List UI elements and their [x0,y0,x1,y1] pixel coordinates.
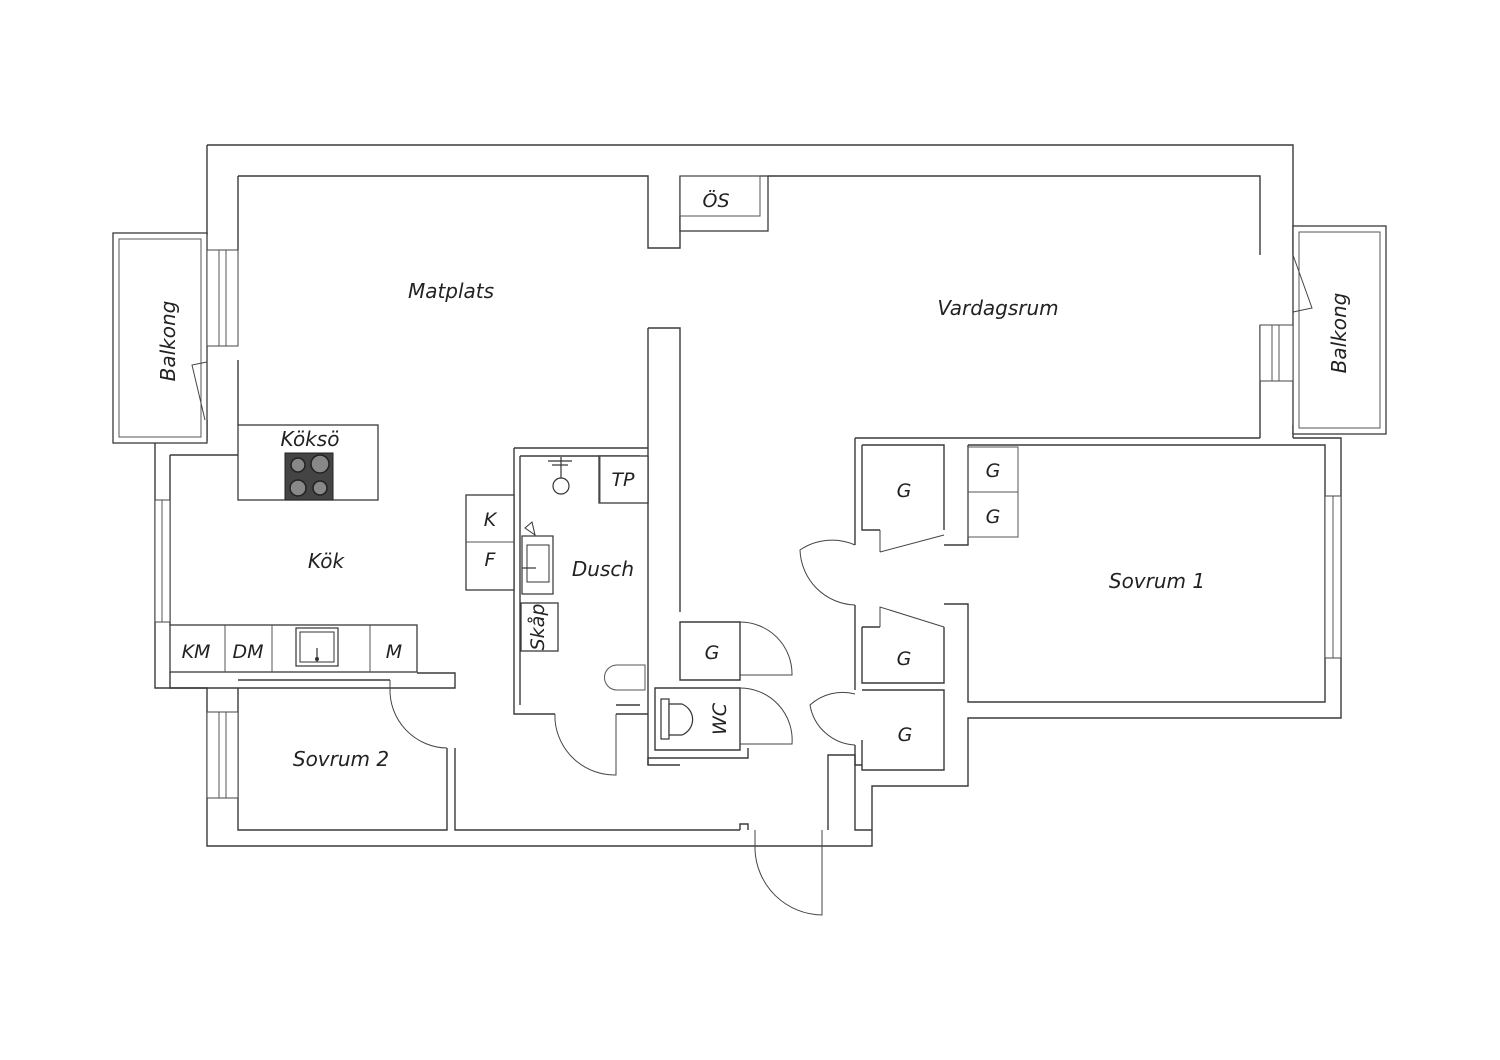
label-balkong-right: Balkong [1327,293,1351,374]
balcony-right [1292,225,1387,435]
label-vardagsrum: Vardagsrum [937,296,1058,320]
label-g-bath: G [705,642,720,664]
label-matplats: Matplats [408,279,494,303]
label-dm: DM [232,641,263,663]
windows [154,249,1342,799]
shower-icon [548,457,572,495]
cabinet [520,602,559,652]
toilet-icon [660,698,694,740]
doors [191,254,1313,916]
kitchen-counter [169,624,418,673]
label-kok: Kök [308,549,346,573]
label-g-bed1-a: G [986,460,1001,482]
wardrobes-bed1 [967,446,1019,538]
label-balkong-left: Balkong [156,301,180,382]
label-g-hall-upper: G [897,480,912,502]
label-g-bed1-b: G [986,506,1001,528]
label-os: ÖS [702,189,729,212]
label-dusch: Dusch [572,557,634,581]
labels: Matplats Vardagsrum Kök Köksö Dusch Sovr… [156,189,1351,771]
label-m: M [386,641,402,663]
kitchen-fixtures [169,424,515,673]
balcony-left [112,232,208,444]
label-koksö: Köksö [281,427,340,451]
label-tp: TP [611,469,635,491]
label-g-hall-lower2: G [898,724,913,746]
label-k: K [484,509,498,531]
label-sovrum2: Sovrum 2 [293,747,389,771]
washbasin-icon [521,521,554,595]
label-wc: WC [709,702,731,735]
bathroom-fixtures [520,455,694,740]
label-skap: Skåp [526,604,549,651]
label-sovrum1: Sovrum 1 [1109,569,1205,593]
label-km: KM [182,641,211,663]
label-g-hall-lower1: G [897,648,912,670]
label-f: F [485,549,497,571]
